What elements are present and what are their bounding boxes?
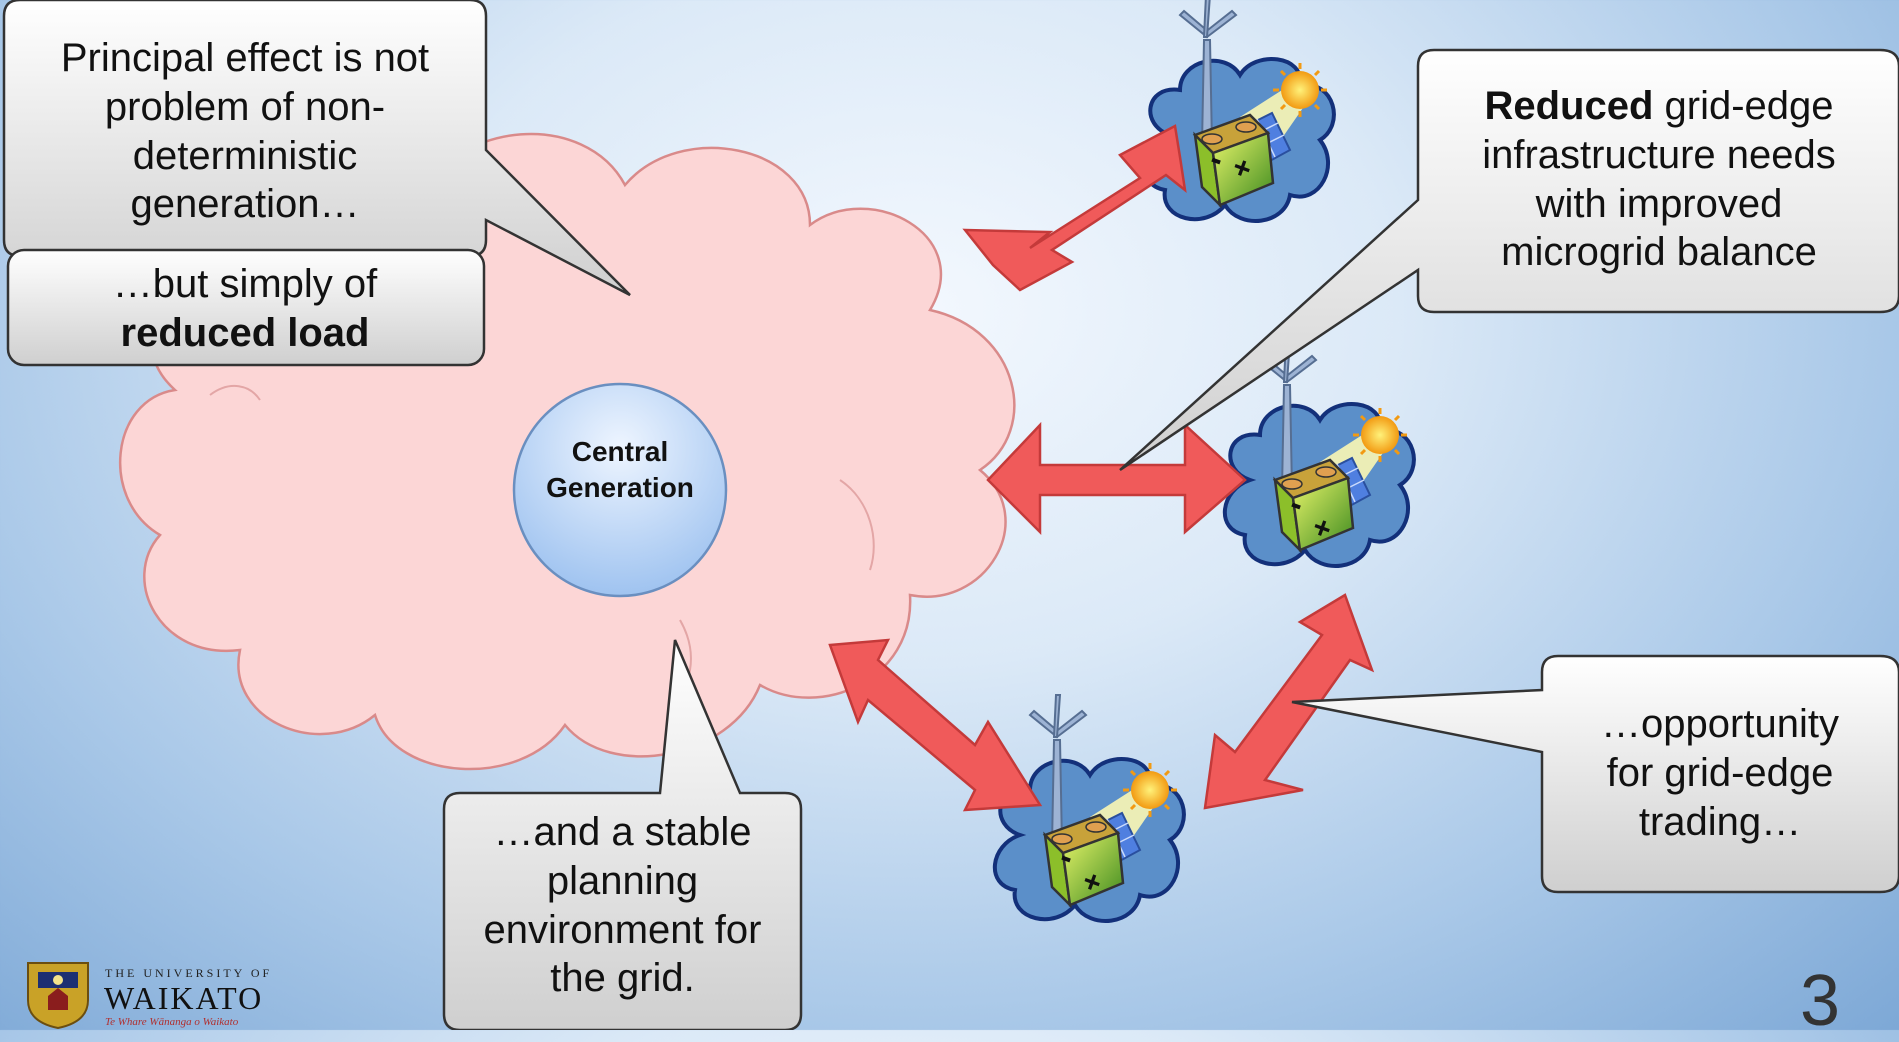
grid-edge-bold: Reduced	[1484, 84, 1654, 128]
principal-effect-line4: generation…	[130, 182, 360, 227]
stable-planning-line4: the grid.	[550, 956, 695, 1001]
grid-edge-line2: infrastructure needs	[1482, 132, 1836, 177]
cloud-detail-1	[209, 385, 261, 401]
callout-reduced-load-text: …but simply of reduced load	[10, 260, 480, 358]
central-generation-label: Central Generation	[520, 434, 720, 507]
reduced-load-prefix: …but simply of	[112, 262, 378, 306]
callout-stable-planning-text: …and a stable planning environment for t…	[450, 808, 795, 1003]
university-motto: Te Whare Wānanga o Waikato	[105, 1016, 239, 1028]
cloud-detail-2	[839, 479, 875, 571]
callout-grid-edge-infrastructure-text: Reduced grid-edge infrastructure needs w…	[1422, 82, 1896, 277]
reduced-load-bold: reduced load	[120, 310, 370, 355]
university-small-title: THE UNIVERSITY OF	[105, 966, 273, 980]
callout-reduced-load	[6, 248, 486, 367]
central-label-line2: Generation	[546, 472, 694, 504]
callout-trading	[1291, 654, 1899, 894]
slide-number: 3	[1800, 961, 1841, 1041]
stable-planning-line2: planning	[546, 858, 699, 903]
university-crest-icon	[27, 962, 89, 1030]
grid-edge-line4: microgrid balance	[1501, 230, 1817, 275]
grid-edge-rest1: grid-edge	[1653, 84, 1834, 128]
trading-line2: for grid-edge	[1606, 750, 1834, 795]
arrow-central-bottom-microgrid	[828, 638, 1043, 812]
trading-line3: trading…	[1638, 799, 1802, 844]
callout-trading-text: …opportunity for grid-edge trading…	[1545, 700, 1895, 846]
central-label-line1: Central	[571, 436, 669, 467]
principal-effect-line3: deterministic	[132, 133, 358, 178]
arrow-central-middle-microgrid	[986, 421, 1247, 536]
callout-principal-effect-text: Principal effect is not problem of non- …	[10, 34, 480, 229]
arrow-central-top-microgrid	[962, 124, 1187, 292]
principal-effect-line2: problem of non-	[104, 84, 386, 129]
stable-planning-line3: environment for	[483, 907, 762, 952]
microgrid-top	[1142, 0, 1336, 224]
university-name: WAIKATO	[104, 980, 264, 1016]
stable-planning-line1: …and a stable	[493, 810, 752, 854]
principal-effect-line1: Principal effect is not	[60, 36, 430, 80]
central-generation-node	[512, 382, 728, 598]
grid-edge-line3: with improved	[1535, 181, 1783, 226]
trading-line1: …opportunity	[1601, 702, 1839, 746]
arrow-middle-bottom-microgrid	[1203, 593, 1375, 810]
callout-grid-edge-infrastructure	[1119, 48, 1899, 472]
